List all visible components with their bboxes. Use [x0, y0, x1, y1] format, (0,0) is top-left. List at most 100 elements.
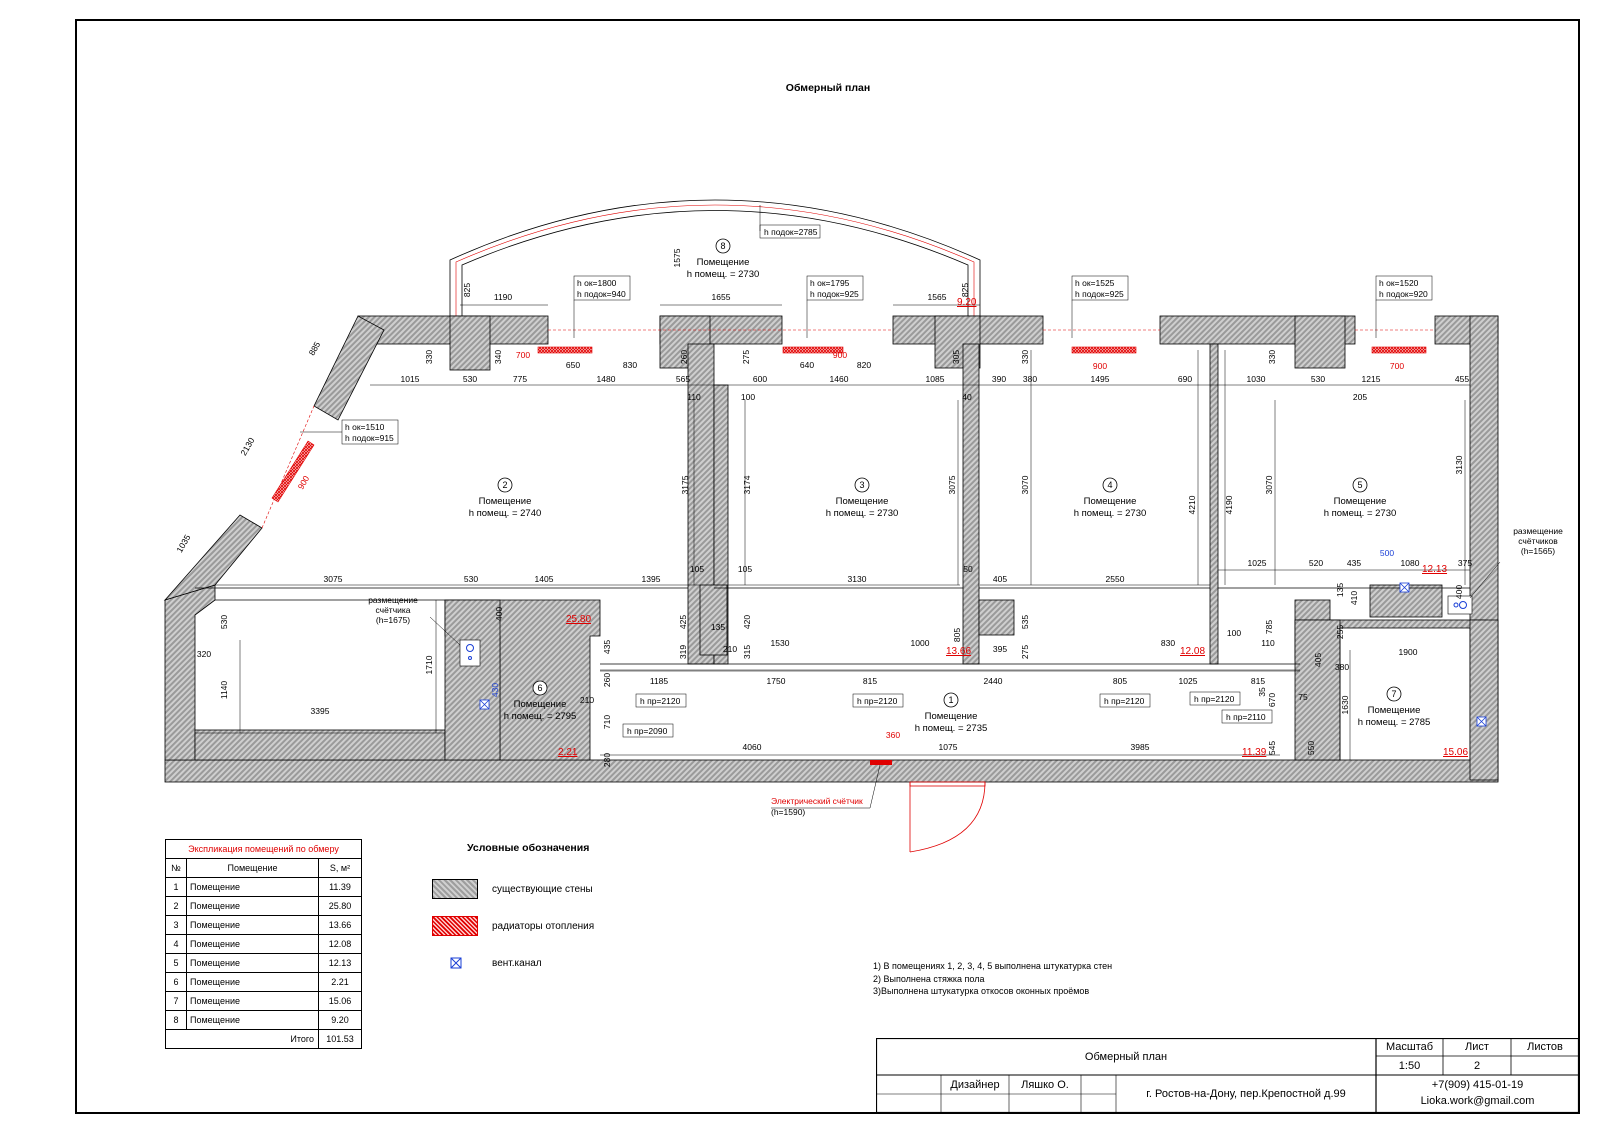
svg-text:h пр=2120: h пр=2120 [640, 696, 681, 706]
svg-text:420: 420 [742, 615, 752, 629]
svg-text:1530: 1530 [771, 638, 790, 648]
svg-text:3: 3 [859, 480, 864, 490]
svg-text:h пр=2120: h пр=2120 [1194, 694, 1235, 704]
svg-text:1750: 1750 [767, 676, 786, 686]
svg-text:5: 5 [1357, 480, 1362, 490]
svg-text:785: 785 [1264, 620, 1274, 634]
svg-text:Помещение: Помещение [925, 711, 978, 722]
svg-text:h помещ. = 2785: h помещ. = 2785 [1358, 717, 1431, 728]
svg-text:1075: 1075 [939, 742, 958, 752]
svg-text:110: 110 [1261, 638, 1275, 648]
svg-text:455: 455 [1455, 374, 1469, 384]
svg-text:Помещение: Помещение [697, 257, 750, 268]
svg-text:1395: 1395 [642, 574, 661, 584]
svg-text:40: 40 [962, 392, 972, 402]
svg-text:счётчика: счётчика [375, 605, 410, 615]
windows [261, 329, 1435, 529]
svg-text:12.13: 12.13 [1422, 564, 1447, 575]
entrance-door [909, 781, 986, 853]
svg-text:315: 315 [742, 645, 752, 659]
svg-text:520: 520 [1309, 558, 1323, 568]
svg-text:h подок=940: h подок=940 [577, 289, 626, 299]
door-height-labels: h пр=2120 h пр=2120 h пр=2120 h пр=2120 … [622, 691, 1273, 738]
svg-text:135: 135 [1335, 583, 1345, 597]
svg-text:9.20: 9.20 [957, 297, 977, 308]
svg-text:Помещение: Помещение [479, 496, 532, 507]
explication-table: Экспликация помещений по обмеру № Помеще… [165, 839, 362, 1049]
svg-text:3130: 3130 [848, 574, 867, 584]
svg-text:1185: 1185 [650, 676, 669, 686]
bay-window-arc [449, 199, 981, 316]
svg-text:13.66: 13.66 [946, 646, 971, 657]
svg-text:3070: 3070 [1264, 475, 1274, 494]
svg-text:h подок=915: h подок=915 [345, 433, 394, 443]
svg-text:h помещ. = 2795: h помещ. = 2795 [504, 711, 577, 722]
svg-text:4210: 4210 [1187, 495, 1197, 514]
svg-text:1710: 1710 [424, 655, 434, 674]
svg-text:205: 205 [1353, 392, 1367, 402]
room-label-4: 4 Помещение h помещ. = 2730 [1074, 477, 1147, 519]
stamp-person: Ляшко О. [1021, 1078, 1069, 1091]
svg-text:h пр=2090: h пр=2090 [627, 726, 668, 736]
svg-text:105: 105 [738, 564, 752, 574]
svg-text:4: 4 [1107, 480, 1112, 490]
legend-item-walls: существующие стены [432, 878, 593, 900]
svg-text:h ок=1795: h ок=1795 [810, 278, 850, 288]
svg-text:210: 210 [723, 644, 737, 654]
svg-text:1025: 1025 [1179, 676, 1198, 686]
svg-text:825: 825 [462, 283, 472, 297]
svg-text:805: 805 [952, 628, 962, 642]
legend-item-vent: вент.канал [432, 952, 542, 974]
room-label-5: 5 Помещение h помещ. = 2730 [1324, 477, 1396, 519]
svg-text:320: 320 [197, 649, 211, 659]
title-block: Обмерный план Масштаб Лист Листов 1:50 2… [876, 1038, 1579, 1113]
leader-lines [300, 205, 1501, 646]
svg-text:50: 50 [963, 564, 973, 574]
title-block-grid [876, 1038, 1579, 1113]
svg-text:2: 2 [502, 480, 507, 490]
callout-electric-meter: Электрический счётчик (h=1590) [771, 764, 881, 817]
callout-meter-right: размещение счётчиков (h=1565) [1513, 526, 1563, 556]
table-total-row: Итого 101.53 [165, 1029, 362, 1049]
room-label-1: 1 Помещение h помещ. = 2735 [915, 692, 987, 734]
svg-text:1215: 1215 [1362, 374, 1381, 384]
svg-text:3075: 3075 [947, 475, 957, 494]
svg-text:900: 900 [296, 474, 312, 492]
svg-text:1030: 1030 [1247, 374, 1266, 384]
svg-text:405: 405 [993, 574, 1007, 584]
callout-window-4: h ок=1525 h подок=925 [1071, 275, 1129, 301]
callout-window-2: h ок=1510 h подок=915 [341, 419, 399, 445]
svg-text:1080: 1080 [1401, 558, 1420, 568]
svg-text:h пр=2120: h пр=2120 [857, 696, 898, 706]
room-label-8: 8 Помещение h помещ. = 2730 [687, 238, 760, 280]
svg-text:1900: 1900 [1399, 647, 1418, 657]
stamp-sheet-label: Лист [1465, 1041, 1489, 1053]
svg-text:400: 400 [1454, 585, 1464, 599]
svg-text:6: 6 [537, 683, 542, 693]
svg-text:690: 690 [1178, 374, 1192, 384]
svg-text:565: 565 [676, 374, 690, 384]
svg-text:Помещение: Помещение [1334, 496, 1387, 507]
svg-text:425: 425 [678, 615, 688, 629]
svg-text:h помещ. = 2730: h помещ. = 2730 [826, 508, 899, 519]
svg-text:650: 650 [566, 360, 580, 370]
svg-text:500: 500 [1380, 548, 1394, 558]
svg-text:395: 395 [993, 644, 1007, 654]
svg-text:275: 275 [1020, 645, 1030, 659]
svg-text:h помещ. = 2730: h помещ. = 2730 [1074, 508, 1147, 519]
svg-text:110: 110 [687, 392, 701, 402]
svg-text:280: 280 [602, 753, 612, 767]
svg-text:Помещение: Помещение [836, 496, 889, 507]
dimension-lines [195, 304, 1470, 760]
svg-text:600: 600 [753, 374, 767, 384]
stamp-phone: +7(909) 415-01-19 [1431, 1079, 1524, 1091]
svg-text:805: 805 [1113, 676, 1127, 686]
room-label-6: 6 Помещение h помещ. = 2795 [504, 680, 577, 722]
svg-text:h помещ. = 2730: h помещ. = 2730 [687, 269, 760, 280]
svg-text:1630: 1630 [1340, 695, 1350, 714]
svg-text:1575: 1575 [672, 248, 682, 267]
